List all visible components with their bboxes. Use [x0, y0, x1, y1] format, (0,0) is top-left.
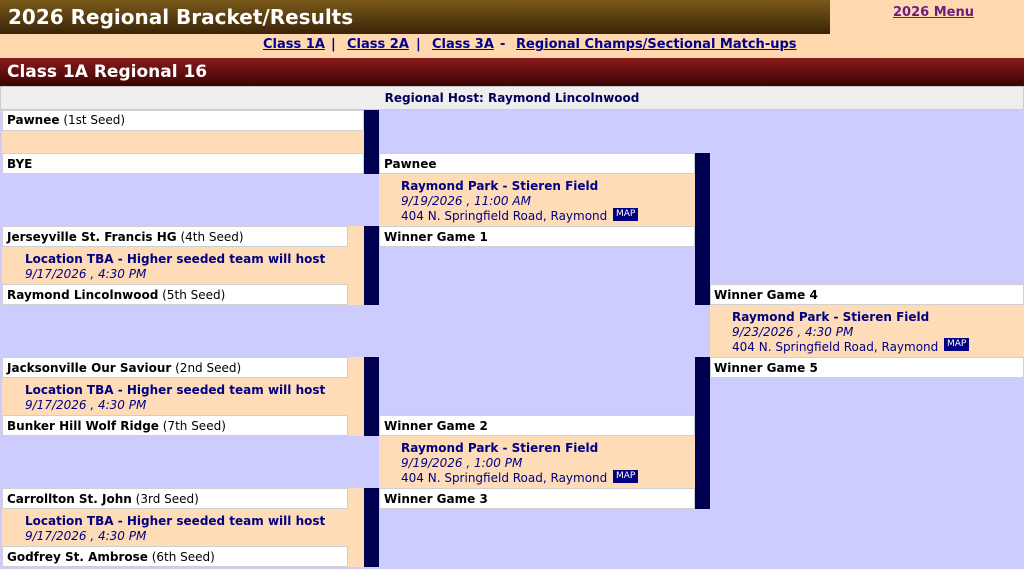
game-datetime: 9/17/2026 , 4:30 PM — [25, 529, 147, 543]
bracket-connector — [364, 357, 379, 436]
score-cell — [348, 488, 364, 509]
team-seed: (6th Seed) — [151, 550, 215, 564]
game-location: Raymond Park - Stieren Field — [401, 441, 599, 455]
team-name: Raymond Lincolnwood — [7, 288, 159, 302]
team-slot — [2, 226, 348, 247]
map-button[interactable]: MAP — [944, 338, 970, 351]
game-datetime: 9/17/2026 , 4:30 PM — [25, 398, 147, 412]
team-seed: (1st Seed) — [63, 113, 126, 127]
game-location: Location TBA - Higher seeded team will h… — [25, 252, 326, 266]
bracket-connector — [695, 153, 710, 305]
game-4-info — [379, 174, 695, 226]
game-address: 404 N. Springfield Road, Raymond — [401, 209, 608, 223]
team-name-row: Jerseyville St. Francis HG (4th Seed) — [7, 230, 244, 244]
round2-team: Pawnee — [384, 157, 437, 171]
map-button[interactable]: MAP — [613, 208, 639, 221]
team-name: Bunker Hill Wolf Ridge — [7, 419, 159, 433]
team-seed: (4th Seed) — [180, 230, 244, 244]
score-cell — [348, 284, 364, 305]
game-datetime: 9/19/2026 , 11:00 AM — [401, 194, 531, 208]
game-3-info — [2, 509, 364, 546]
game-1-info — [2, 247, 364, 284]
score-cell — [348, 357, 364, 378]
game-location: Location TBA - Higher seeded team will h… — [25, 383, 326, 397]
team-name-row: Pawnee (1st Seed) — [7, 113, 125, 127]
round2-team: Winner Game 2 — [384, 419, 488, 433]
class-nav-bar — [0, 34, 1024, 58]
nav-separator: - — [500, 37, 506, 52]
regional-host: Regional Host: Raymond Lincolnwood — [384, 91, 640, 105]
team-seed: (5th Seed) — [162, 288, 226, 302]
game-address: 404 N. Springfield Road, Raymond — [732, 340, 939, 354]
class-3a-link[interactable]: Class 3A — [432, 37, 494, 52]
regional-champs-link[interactable]: Regional Champs/Sectional Match-ups — [516, 37, 797, 52]
team-name: Jacksonville Our Saviour — [7, 361, 172, 375]
team-name-row: Raymond Lincolnwood (5th Seed) — [7, 288, 225, 302]
team-seed: (2nd Seed) — [175, 361, 242, 375]
team-name: Jerseyville St. Francis HG — [7, 230, 177, 244]
team-name: Carrollton St. John — [7, 492, 132, 506]
game-datetime: 9/23/2026 , 4:30 PM — [732, 325, 854, 339]
nav-separator: | — [331, 37, 336, 52]
team-slot — [2, 488, 348, 509]
team-name-row: Jacksonville Our Saviour (2nd Seed) — [7, 361, 241, 375]
game-datetime: 9/19/2026 , 1:00 PM — [401, 456, 523, 470]
bracket-connector — [695, 357, 710, 509]
team-seed: (3rd Seed) — [135, 492, 199, 506]
regional-title: Class 1A Regional 16 — [7, 62, 208, 82]
bracket-connector — [364, 110, 379, 174]
nav-separator: | — [416, 37, 421, 52]
round2-team: Winner Game 3 — [384, 492, 488, 506]
bracket-connector — [364, 226, 379, 305]
page-title: 2026 Regional Bracket/Results — [8, 5, 354, 29]
team-slot — [2, 110, 364, 131]
round2-team: Winner Game 1 — [384, 230, 488, 244]
menu-box — [830, 0, 1024, 34]
team-slot — [2, 415, 348, 436]
team-name-row: Carrollton St. John (3rd Seed) — [7, 492, 199, 506]
team-name: Godfrey St. Ambrose — [7, 550, 148, 564]
team-name-row: BYE — [7, 157, 32, 171]
game-address: 404 N. Springfield Road, Raymond — [401, 471, 608, 485]
round3-team: Winner Game 5 — [714, 361, 818, 375]
team-slot — [379, 153, 695, 174]
game-location: Raymond Park - Stieren Field — [732, 310, 930, 324]
map-button[interactable]: MAP — [613, 470, 639, 483]
regional-bar — [0, 58, 1024, 86]
score-cell — [348, 546, 364, 567]
class-1a-link[interactable]: Class 1A — [263, 37, 325, 52]
team-name-row: Godfrey St. Ambrose (6th Seed) — [7, 550, 215, 564]
team-slot — [2, 357, 348, 378]
class-2a-link[interactable]: Class 2A — [347, 37, 409, 52]
team-slot — [2, 284, 348, 305]
game-2-info — [2, 378, 364, 415]
team-name-row: Bunker Hill Wolf Ridge (7th Seed) — [7, 419, 226, 433]
team-name: BYE — [7, 157, 33, 171]
bracket-connector — [364, 488, 379, 567]
game-5-info — [379, 436, 695, 488]
score-cell — [348, 226, 364, 247]
game-spacer — [2, 131, 364, 153]
team-name: Pawnee — [7, 113, 60, 127]
header-bar — [0, 0, 830, 34]
team-slot — [2, 546, 348, 567]
round3-team: Winner Game 4 — [714, 288, 818, 302]
game-location: Location TBA - Higher seeded team will h… — [25, 514, 326, 528]
score-cell — [348, 415, 364, 436]
team-slot — [379, 488, 695, 509]
team-slot — [2, 153, 364, 174]
game-location: Raymond Park - Stieren Field — [401, 179, 599, 193]
final-game-info — [710, 305, 1024, 357]
game-datetime: 9/17/2026 , 4:30 PM — [25, 267, 147, 281]
team-slot — [379, 415, 695, 436]
team-slot — [379, 226, 695, 247]
menu-link[interactable]: 2026 Menu — [893, 5, 974, 20]
team-seed: (7th Seed) — [162, 419, 226, 433]
